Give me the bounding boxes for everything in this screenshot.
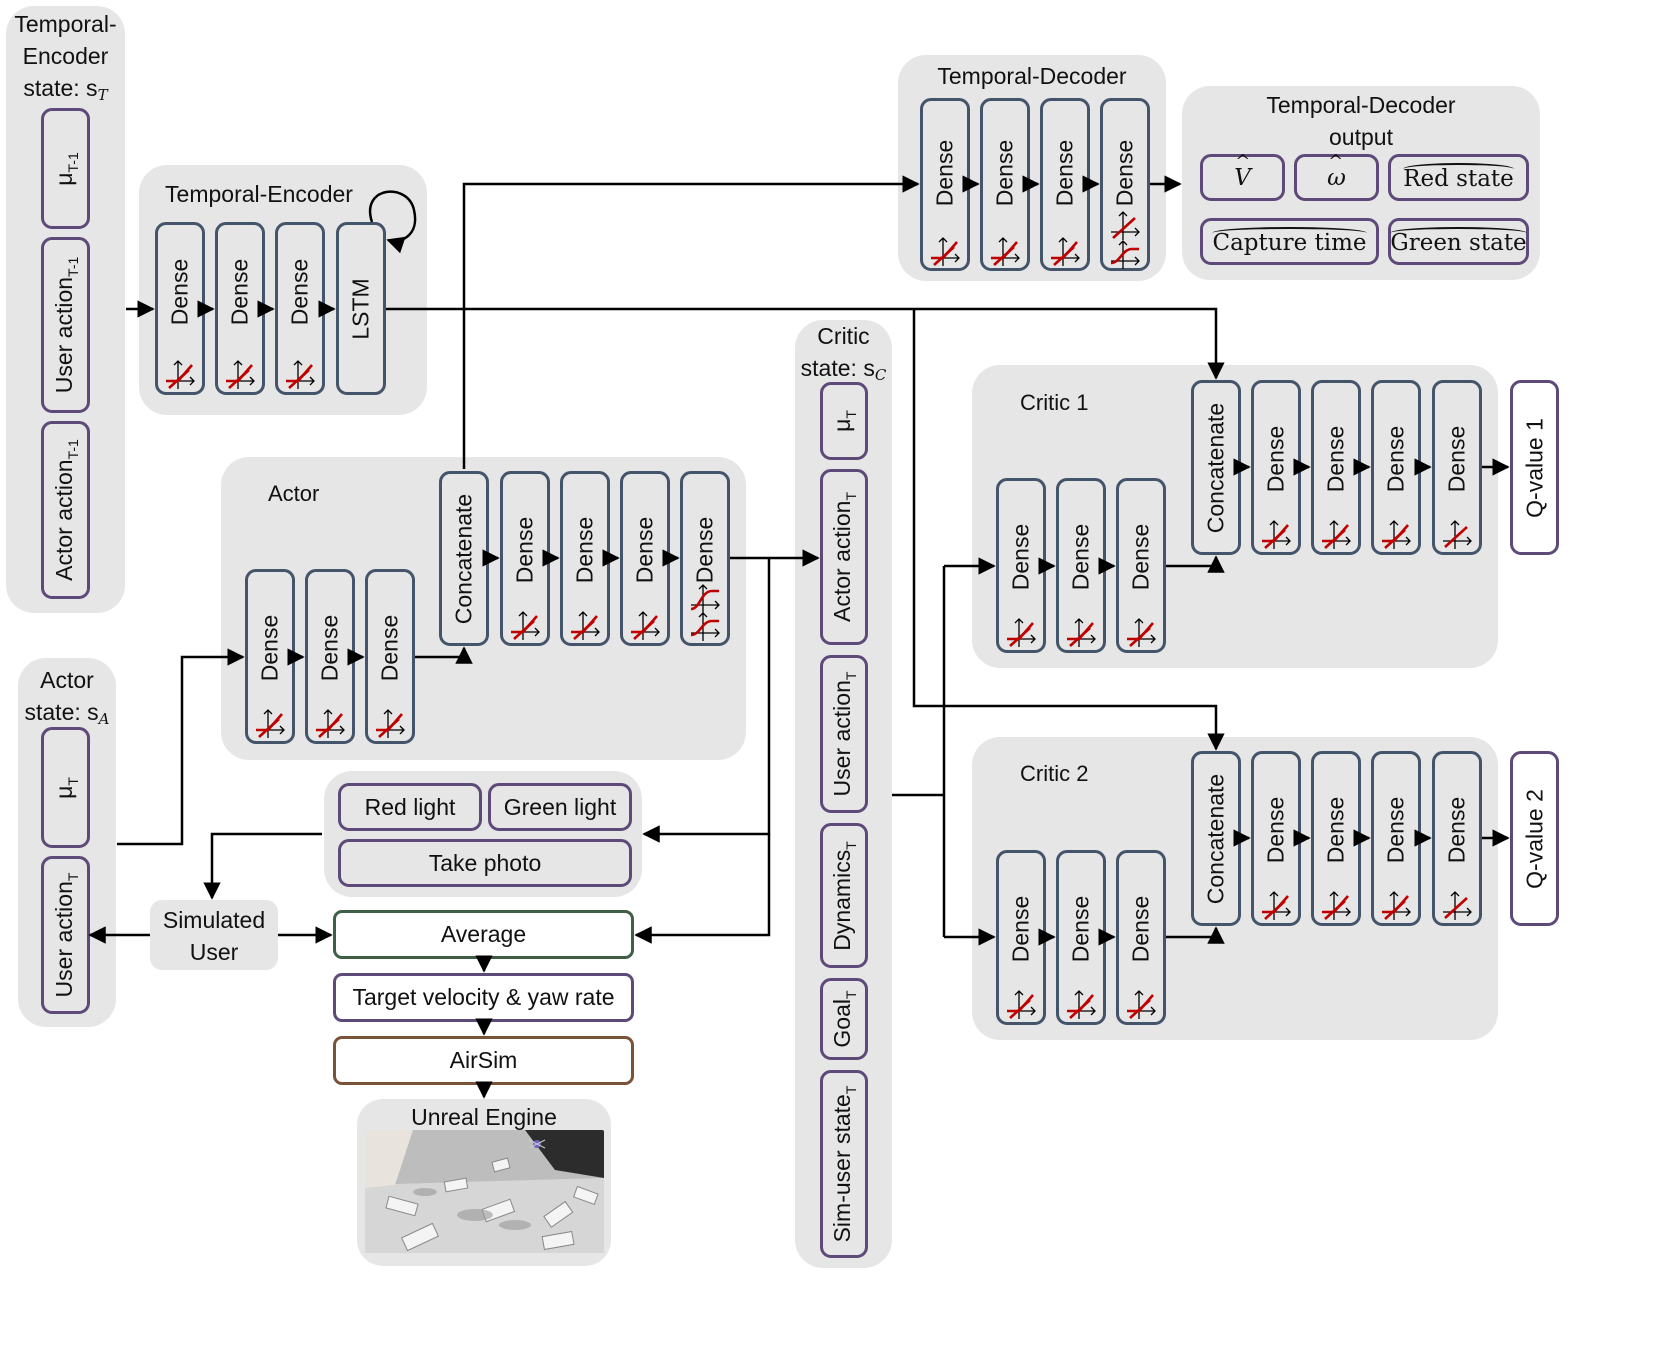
- encoder-lstm: LSTM: [336, 222, 386, 395]
- relu-activation-icon: [1259, 887, 1293, 921]
- critic2-dense-4: Dense: [1251, 751, 1301, 926]
- critic1-dense-3: Dense: [1116, 478, 1166, 653]
- take-photo-button: Take photo: [338, 839, 632, 887]
- critic1-dense-7: Dense: [1432, 380, 1482, 555]
- relu-activation-icon: [1004, 986, 1038, 1020]
- critic2-dense-3: Dense: [1116, 850, 1166, 1025]
- relu-activation-icon: [508, 607, 542, 641]
- target-velocity-block: Target velocity & yaw rate: [333, 973, 634, 1022]
- relu-activation-icon: [988, 233, 1022, 267]
- encoder-title: Temporal-Encoder: [165, 181, 353, 207]
- critic-state-actor-action: Actor actionT: [820, 469, 868, 645]
- output-v-hat: ^V: [1200, 151, 1285, 201]
- critic-state-sim-user: Sim-user stateT: [820, 1070, 868, 1258]
- encoder-dense-1: Dense: [155, 222, 205, 395]
- relu-activation-icon: [223, 356, 257, 390]
- relu-activation-icon: [628, 607, 662, 641]
- critic1-dense-5: Dense: [1311, 380, 1361, 555]
- relu-activation-icon: [1064, 986, 1098, 1020]
- relu-activation-icon: [283, 356, 317, 390]
- unreal-engine-render: [365, 1130, 604, 1253]
- relu-activation-icon: [1048, 233, 1082, 267]
- critic-state-user-action: User actionT: [820, 655, 868, 813]
- relu-activation-icon: [1124, 986, 1158, 1020]
- average-block: Average: [333, 910, 634, 959]
- critic2-dense-7: Dense: [1432, 751, 1482, 926]
- actor-title: Actor: [268, 481, 320, 506]
- sigmoid-activation-icon: [1108, 236, 1142, 270]
- relu-activation-icon: [1319, 887, 1353, 921]
- actor-dense-3: Dense: [365, 569, 415, 744]
- te-state-title: Temporal- Encoder state: sT: [14, 11, 117, 104]
- te-state-user-action: User actionT-1: [41, 237, 90, 413]
- relu-activation-icon: [928, 233, 962, 267]
- linear-activation-icon: [1108, 207, 1142, 241]
- relu-activation-icon: [1064, 614, 1098, 648]
- simulated-user-label: Simulated User: [162, 907, 266, 965]
- te-state-mu: μT-1: [41, 108, 90, 229]
- decoder-output-title: Temporal-Decoder output: [1266, 92, 1456, 150]
- output-omega-hat: ^ω: [1294, 151, 1379, 201]
- sigmoid-activation-icon: [688, 608, 722, 642]
- decoder-dense-2: Dense: [980, 98, 1030, 271]
- relu-activation-icon: [253, 705, 287, 739]
- relu-activation-icon: [313, 705, 347, 739]
- critic2-title: Critic 2: [1020, 761, 1089, 786]
- relu-activation-icon: [568, 607, 602, 641]
- critic-state-title: Critic state: sC: [800, 323, 887, 384]
- actor-dense-2: Dense: [305, 569, 355, 744]
- relu-activation-icon: [163, 356, 197, 390]
- relu-activation-icon: [373, 705, 407, 739]
- critic-state-goal: GoalT: [820, 978, 868, 1060]
- critic1-dense-4: Dense: [1251, 380, 1301, 555]
- linear-activation-icon: [1440, 516, 1474, 550]
- critic-state-mu: μT: [820, 382, 868, 460]
- q-value-2-output: Q-value 2: [1510, 751, 1559, 926]
- relu-activation-icon: [1319, 516, 1353, 550]
- critic2-dense-5: Dense: [1311, 751, 1361, 926]
- relu-activation-icon: [1379, 887, 1413, 921]
- output-capture-time: Capture time: [1200, 218, 1379, 265]
- unreal-scene-illustration: [365, 1130, 604, 1253]
- relu-activation-icon: [1379, 516, 1413, 550]
- tanh-activation-icon: [688, 580, 722, 614]
- actor-dense-6: Dense: [620, 471, 670, 646]
- q-value-1-output: Q-value 1: [1510, 380, 1559, 555]
- output-red-state: Red state: [1388, 154, 1529, 201]
- critic-state-dynamics: DynamicsT: [820, 823, 868, 968]
- actor-dense-7: Dense: [680, 471, 730, 646]
- unreal-engine-title: Unreal Engine: [411, 1104, 557, 1130]
- relu-activation-icon: [1004, 614, 1038, 648]
- te-state-actor-action: Actor actionT-1: [41, 421, 90, 599]
- red-light-button: Red light: [338, 783, 482, 831]
- actor-state-mu: μT: [41, 727, 90, 848]
- critic1-dense-2: Dense: [1056, 478, 1106, 653]
- simulated-user-group: [150, 900, 278, 970]
- linear-activation-icon: [1440, 887, 1474, 921]
- relu-activation-icon: [1124, 614, 1158, 648]
- output-green-state: Green state: [1388, 218, 1529, 265]
- critic1-title: Critic 1: [1020, 390, 1089, 415]
- relu-activation-icon: [1259, 516, 1293, 550]
- green-light-button: Green light: [488, 783, 632, 831]
- decoder-title: Temporal-Decoder: [937, 63, 1127, 89]
- actor-state-title: Actor state: sA: [24, 667, 110, 728]
